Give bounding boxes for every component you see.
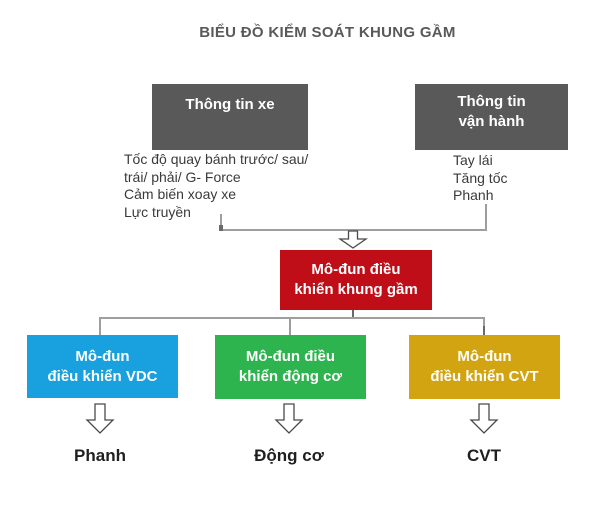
chassis-control-label-line1: Mô-đun điều: [311, 261, 401, 278]
connector-line: [99, 317, 485, 336]
engine-module-label-line2: khiển động cơ: [238, 368, 343, 385]
vdc-module-label-line1: Mô-đun: [75, 347, 130, 365]
output-label-dong-co: Động cơ: [254, 446, 324, 465]
detail-line: Tay lái: [453, 152, 493, 168]
down-arrow-icon: [274, 403, 304, 434]
chassis-control-label-line2: khiển khung gầm: [294, 281, 418, 298]
detail-line: Cảm biến xoay xe: [124, 186, 237, 202]
operation-info-label-line1: Thông tin: [457, 93, 526, 110]
engine-module-label-line1: Mô-đun điều: [245, 348, 336, 365]
connector-line: [219, 225, 223, 231]
vehicle-info-box: Thông tin xe: [152, 84, 308, 150]
down-arrow-icon: [469, 403, 499, 434]
operation-info-box: Thông tin vận hành: [415, 84, 568, 150]
detail-line: Lực truyền: [124, 203, 191, 220]
detail-line: trái/ phải/ G- Force: [124, 168, 241, 185]
page-title: BIỂU ĐỒ KIỂM SOÁT KHUNG GẦM: [199, 24, 456, 41]
operation-info-details: Tay lái Tăng tốc Phanh: [453, 152, 583, 205]
vdc-module-label-line2: điều khiển VDC: [47, 367, 158, 385]
cvt-module-label-line1: Mô-đun: [457, 348, 512, 365]
engine-module-box: Mô-đun điều khiển động cơ: [215, 335, 366, 399]
output-label-phanh: Phanh: [74, 446, 126, 465]
detail-line: Phanh: [453, 187, 494, 203]
detail-line: Tăng tốc: [453, 169, 508, 186]
chassis-control-module-box: Mô-đun điều khiển khung gầm: [280, 250, 432, 310]
vehicle-info-details: Tốc độ quay bánh trước/ sau/ trái/ phải/…: [124, 151, 334, 221]
cvt-module-box: Mô-đun điều khiển CVT: [409, 335, 560, 399]
cvt-module-label-line2: điều khiển CVT: [430, 368, 539, 385]
down-arrow-icon: [85, 403, 115, 434]
vehicle-info-label: Thông tin xe: [185, 96, 275, 113]
detail-line: Tốc độ quay bánh trước/ sau/: [124, 151, 309, 167]
down-arrow-icon: [337, 230, 369, 249]
operation-info-label-line2: vận hành: [458, 113, 525, 130]
vdc-module-box: Mô-đun điều khiển VDC: [27, 335, 178, 398]
output-label-cvt: CVT: [467, 446, 501, 465]
